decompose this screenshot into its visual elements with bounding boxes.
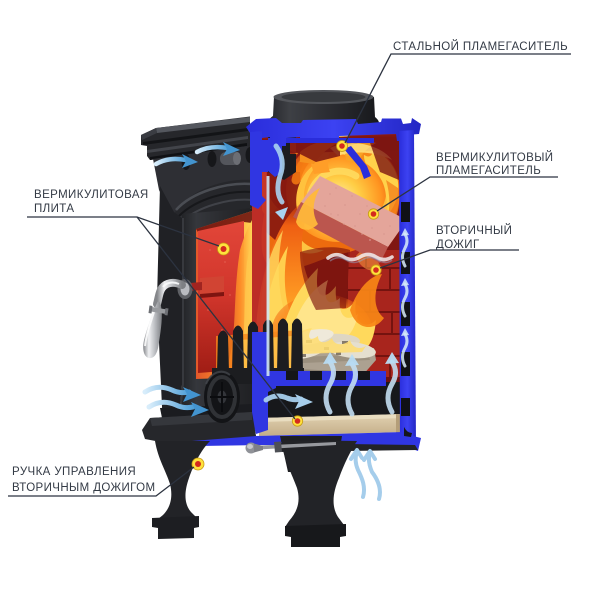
svg-text:ВТОРИЧНЫМ ДОЖИГОМ: ВТОРИЧНЫМ ДОЖИГОМ <box>12 482 156 494</box>
svg-text:ПЛИТА: ПЛИТА <box>34 203 74 215</box>
svg-text:РУЧКА УПРАВЛЕНИЯ: РУЧКА УПРАВЛЕНИЯ <box>12 466 136 478</box>
svg-text:ВТОРИЧНЫЙ: ВТОРИЧНЫЙ <box>436 224 512 237</box>
svg-text:ДОЖИГ: ДОЖИГ <box>436 239 480 251</box>
svg-text:СТАЛЬНОЙ ПЛАМЕГАСИТЕЛЬ: СТАЛЬНОЙ ПЛАМЕГАСИТЕЛЬ <box>393 40 568 53</box>
svg-text:ВЕРМИКУЛИТОВЫЙ: ВЕРМИКУЛИТОВЫЙ <box>436 151 553 164</box>
svg-text:ВЕРМИКУЛИТОВАЯ: ВЕРМИКУЛИТОВАЯ <box>34 189 149 201</box>
svg-text:ПЛАМЕГАСИТЕЛЬ: ПЛАМЕГАСИТЕЛЬ <box>436 165 541 177</box>
